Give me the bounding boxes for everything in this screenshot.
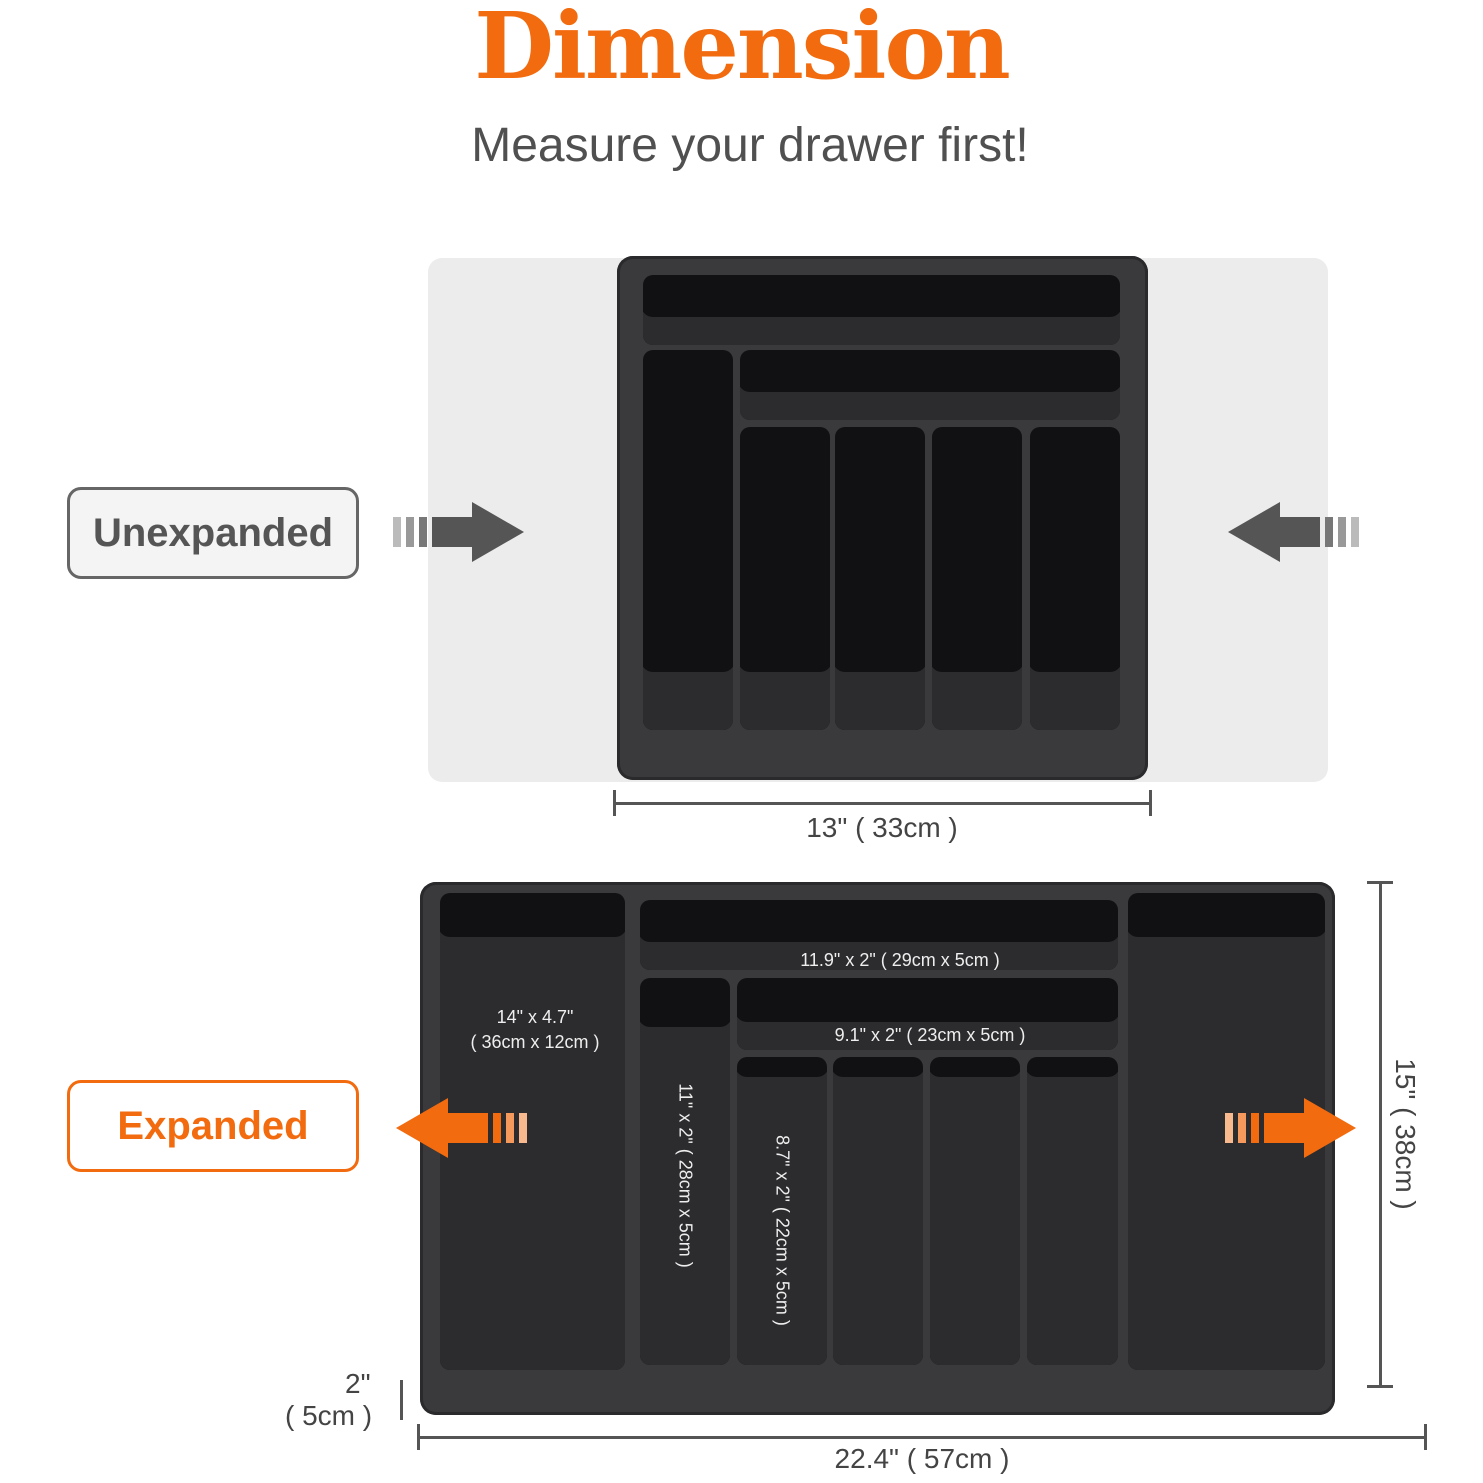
dimension-tick <box>1424 1424 1427 1450</box>
tray-bin <box>930 1057 1020 1365</box>
dimension-tick <box>417 1424 420 1450</box>
expanded-width-label: 22.4" ( 57cm ) <box>834 1443 1010 1474</box>
tray-bin <box>737 1057 827 1365</box>
dimension-tick <box>1367 881 1393 884</box>
side-bin-size-in: 14" x 4.7" <box>496 1007 574 1027</box>
tray-bin <box>835 427 925 730</box>
tray-bin <box>1030 427 1120 730</box>
tray-bin <box>1027 1057 1118 1365</box>
tray-bin <box>740 427 830 730</box>
page-subtitle: Measure your drawer first! <box>471 119 1029 172</box>
height-label-in: 2" <box>345 1368 371 1399</box>
tray-bin <box>640 978 730 1365</box>
height-dimension-line <box>400 1380 403 1420</box>
left-tall-bin-size: 11" x 2" ( 28cm x 5cm ) <box>675 1083 696 1268</box>
depth-dimension-line <box>1379 882 1382 1386</box>
arrow-right-icon <box>1225 1098 1356 1158</box>
dimension-tick <box>1149 790 1152 816</box>
arrow-left-icon <box>1228 502 1364 562</box>
height-label-cm: ( 5cm ) <box>285 1400 373 1431</box>
tray-bin <box>833 1057 923 1365</box>
tray-bin <box>640 900 1118 970</box>
page-title: Dimension <box>474 0 1011 100</box>
arrow-right-icon <box>393 502 524 562</box>
top-bin-size: 11.9" x 2" ( 29cm x 5cm ) <box>800 950 1000 970</box>
unexpanded-label: Unexpanded <box>67 487 359 579</box>
small-bin-size: 8.7" x 2" ( 22cm x 5cm ) <box>772 1135 793 1326</box>
tray-bin <box>932 427 1022 730</box>
tray-bin <box>643 275 1120 345</box>
dimension-tick <box>613 790 616 816</box>
width-dimension-line <box>418 1436 1426 1439</box>
side-bin-size-cm: ( 36cm x 12cm ) <box>470 1032 600 1052</box>
tray-bin <box>737 978 1118 1050</box>
expanded-depth-label: 15" ( 38cm ) <box>1390 1058 1421 1210</box>
arrow-left-icon <box>396 1098 532 1158</box>
expanded-label: Expanded <box>67 1080 359 1172</box>
dimension-tick <box>1367 1385 1393 1388</box>
middle-bin-size: 9.1" x 2" ( 23cm x 5cm ) <box>834 1025 1026 1045</box>
unexpanded-width-label: 13" ( 33cm ) <box>806 812 958 843</box>
tray-bin <box>740 350 1120 420</box>
width-dimension-line <box>614 802 1150 805</box>
tray-bin <box>643 350 733 730</box>
